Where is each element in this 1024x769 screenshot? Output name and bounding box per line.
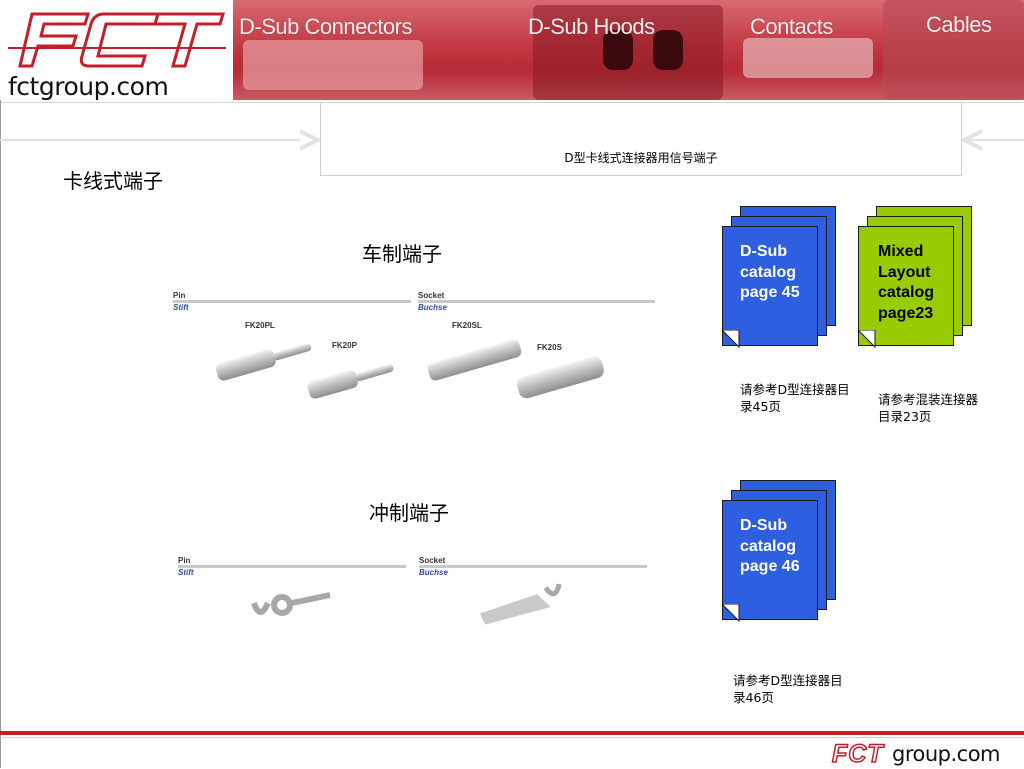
pin-rule (178, 565, 406, 568)
side-heading: 卡线式端子 (63, 169, 163, 193)
header: fctgroup.com D-Sub Connectors D-Sub Hood… (0, 0, 1024, 101)
catalog-label: D-Sub catalog page 46 (740, 517, 800, 575)
turned-terminals-icon (215, 339, 604, 399)
nav-d-sub-connectors[interactable]: D-Sub Connectors (239, 14, 412, 39)
socket-rule (419, 565, 647, 568)
pin-rule (173, 300, 411, 303)
catalog-stack-dsub-45[interactable]: D-Sub catalog page 45 (718, 204, 838, 364)
catalog-label: D-Sub catalog page 45 (740, 243, 800, 301)
page-title: D型卡线式连接器用信号端子 (564, 151, 718, 165)
catalog-sheet-front (722, 500, 818, 620)
stamped-terminals-icon (251, 583, 562, 625)
part-fk20sl: FK20SL (452, 321, 482, 330)
folded-corner-icon (722, 330, 740, 348)
footer-url: group.com (892, 742, 1001, 766)
fct-logo-icon (8, 12, 226, 68)
left-border (0, 100, 1, 768)
turned-terminals-figure: Pin Stift Socket Buchse FK20PL FK20P FK2… (165, 288, 660, 408)
part-fk20pl: FK20PL (245, 321, 275, 330)
nav-banner: D-Sub Connectors D-Sub Hoods Contacts Ca… (233, 0, 1024, 100)
socket-label-de: Buchse (418, 303, 447, 312)
socket-label: Socket (418, 291, 445, 300)
part-fk20s: FK20S (537, 343, 562, 352)
catalog-stack-mixed-23[interactable]: Mixed Layout catalog page23 (854, 204, 974, 364)
left-arrow-line-icon (0, 129, 320, 151)
pin-label: Pin (173, 291, 186, 300)
nav-contacts[interactable]: Contacts (750, 14, 833, 39)
folded-corner-icon (722, 604, 740, 622)
section-turned-heading: 车制端子 (362, 242, 442, 266)
hood-hole (653, 30, 683, 70)
catalog-sheet-front (858, 226, 954, 346)
catalog-note-45: 请参考D型连接器目录45页 (740, 382, 850, 414)
logo-url: fctgroup.com (8, 72, 169, 101)
catalog-sheet-front (722, 226, 818, 346)
right-arrow-line-icon (962, 129, 1024, 151)
folded-corner-icon (858, 330, 876, 348)
footer-red-rule (0, 731, 1024, 735)
title-box: D型卡线式连接器用信号端子 (320, 102, 962, 176)
stamped-terminals-figure: Pin Stift Socket Buchse (170, 553, 650, 633)
pin-label-de: Stift (173, 303, 189, 312)
contacts-photo (743, 38, 873, 78)
footer-logo[interactable]: FCT group.com (830, 739, 1024, 769)
nav-d-sub-hoods[interactable]: D-Sub Hoods (528, 14, 655, 39)
socket-label: Socket (419, 556, 446, 565)
catalog-note-23: 请参考混装连接器目录23页 (878, 392, 979, 424)
connector-photo (243, 40, 423, 90)
pin-label: Pin (178, 556, 191, 565)
pin-label-de: Stift (178, 568, 194, 577)
footer-grey-rule (0, 737, 1024, 738)
nav-cables[interactable]: Cables (926, 12, 992, 37)
socket-label-de: Buchse (419, 568, 448, 577)
footer-fct-logo: FCT (831, 739, 884, 769)
catalog-stack-dsub-46[interactable]: D-Sub catalog page 46 (718, 478, 838, 638)
part-fk20p: FK20P (332, 341, 357, 350)
logo-area[interactable]: fctgroup.com (0, 0, 234, 101)
socket-rule (418, 300, 655, 303)
catalog-note-46: 请参考D型连接器目录46页 (733, 673, 843, 705)
hood-hole (603, 30, 633, 70)
catalog-label: Mixed Layout catalog page23 (878, 243, 935, 322)
cables-photo (883, 0, 1024, 100)
section-stamped-heading: 冲制端子 (369, 501, 449, 525)
